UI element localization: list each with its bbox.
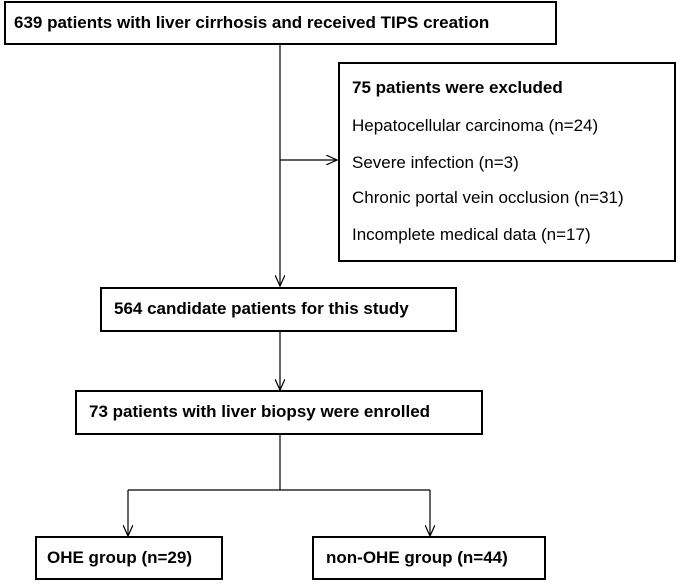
enrolled-box: 73 patients with liver biopsy were enrol… — [75, 390, 483, 435]
enrolled-label: 73 patients with liver biopsy were enrol… — [89, 402, 431, 421]
excluded-item: Chronic portal vein occlusion (n=31) — [352, 188, 624, 207]
excluded-box: 75 patients were excluded Hepatocellular… — [338, 62, 676, 262]
excluded-item: Severe infection (n=3) — [352, 153, 519, 172]
start-box: 639 patients with liver cirrhosis and re… — [4, 1, 557, 45]
excluded-title: 75 patients were excluded — [352, 78, 563, 97]
ohe-group-box: OHE group (n=29) — [35, 536, 223, 580]
candidates-label: 564 candidate patients for this study — [114, 299, 409, 318]
start-label: 639 patients with liver cirrhosis and re… — [14, 13, 490, 32]
excluded-item: Incomplete medical data (n=17) — [352, 225, 591, 244]
candidates-box: 564 candidate patients for this study — [100, 287, 457, 332]
non-ohe-group-label: non-OHE group (n=44) — [326, 548, 508, 567]
non-ohe-group-box: non-OHE group (n=44) — [312, 536, 546, 580]
excluded-item: Hepatocellular carcinoma (n=24) — [352, 116, 599, 135]
ohe-group-label: OHE group (n=29) — [47, 548, 192, 567]
